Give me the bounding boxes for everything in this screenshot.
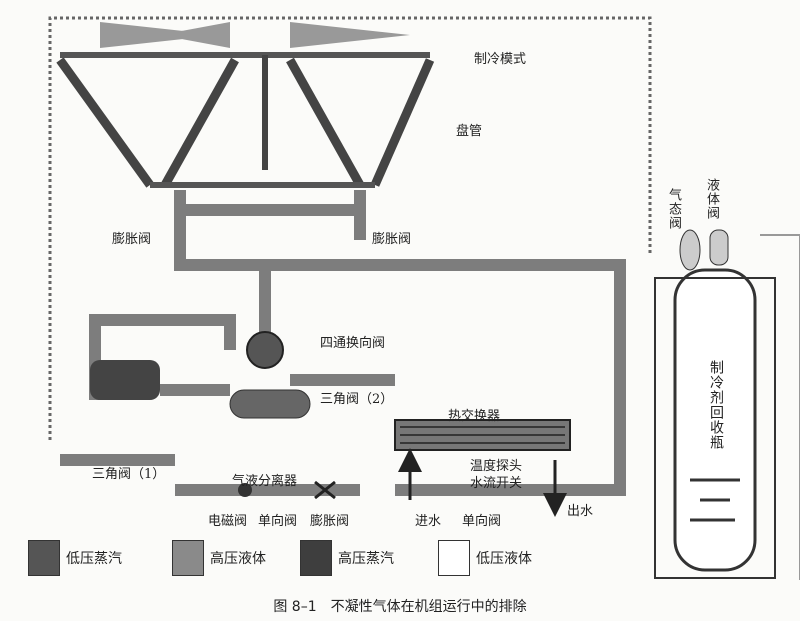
coil-frame [60, 52, 430, 188]
fan-right [290, 22, 410, 48]
solenoid-valve [238, 483, 252, 497]
recovery-bottle [673, 268, 757, 572]
label-water-in: 进水 [415, 514, 442, 529]
label-liquid-valve: 液体阀 [704, 178, 719, 220]
label-check1: 单向阀 [258, 514, 298, 529]
gas-liquid-separator [229, 389, 311, 419]
legend-high-vapor: 高压蒸汽 [300, 540, 394, 576]
label-expansion-right: 膨胀阀 [372, 232, 412, 247]
fan-left [100, 22, 230, 48]
label-temp: 温度探头 [470, 459, 523, 474]
label-tri2: 三角阀（2） [320, 392, 394, 407]
legend-low-vapor: 低压蒸汽 [28, 540, 122, 576]
label-solenoid: 电磁阀 [208, 514, 248, 529]
liquid-valve-icon [709, 229, 729, 266]
compressor [90, 360, 160, 400]
four-way-valve [246, 331, 284, 369]
label-coil: 盘管 [456, 124, 483, 139]
label-bottle: 制冷剂回收瓶 [708, 360, 724, 450]
dotted-path [48, 16, 652, 440]
label-tri1: 三角阀（1） [92, 467, 166, 482]
gas-valve-icon [679, 229, 701, 271]
legend-low-liquid: 低压液体 [438, 540, 532, 576]
label-expansion-left: 膨胀阀 [112, 232, 152, 247]
legend-high-liquid: 高压液体 [172, 540, 266, 576]
label-exp-bottom: 膨胀阀 [310, 514, 350, 529]
label-water-out: 出水 [567, 504, 594, 519]
label-separator: 气液分离器 [232, 474, 298, 489]
label-hx: 热交换器 [448, 409, 501, 424]
label-flow: 水流开关 [470, 476, 523, 491]
label-four-way: 四通换向阀 [320, 336, 386, 351]
label-check2: 单向阀 [462, 514, 502, 529]
coil-left [56, 57, 435, 188]
expansion-valve-bottom [314, 480, 336, 500]
figure-caption: 图 8–1 不凝性气体在机组运行中的排除 [273, 599, 527, 615]
label-mode: 制冷模式 [474, 52, 527, 67]
label-gas-valve: 气态阀 [666, 188, 681, 230]
